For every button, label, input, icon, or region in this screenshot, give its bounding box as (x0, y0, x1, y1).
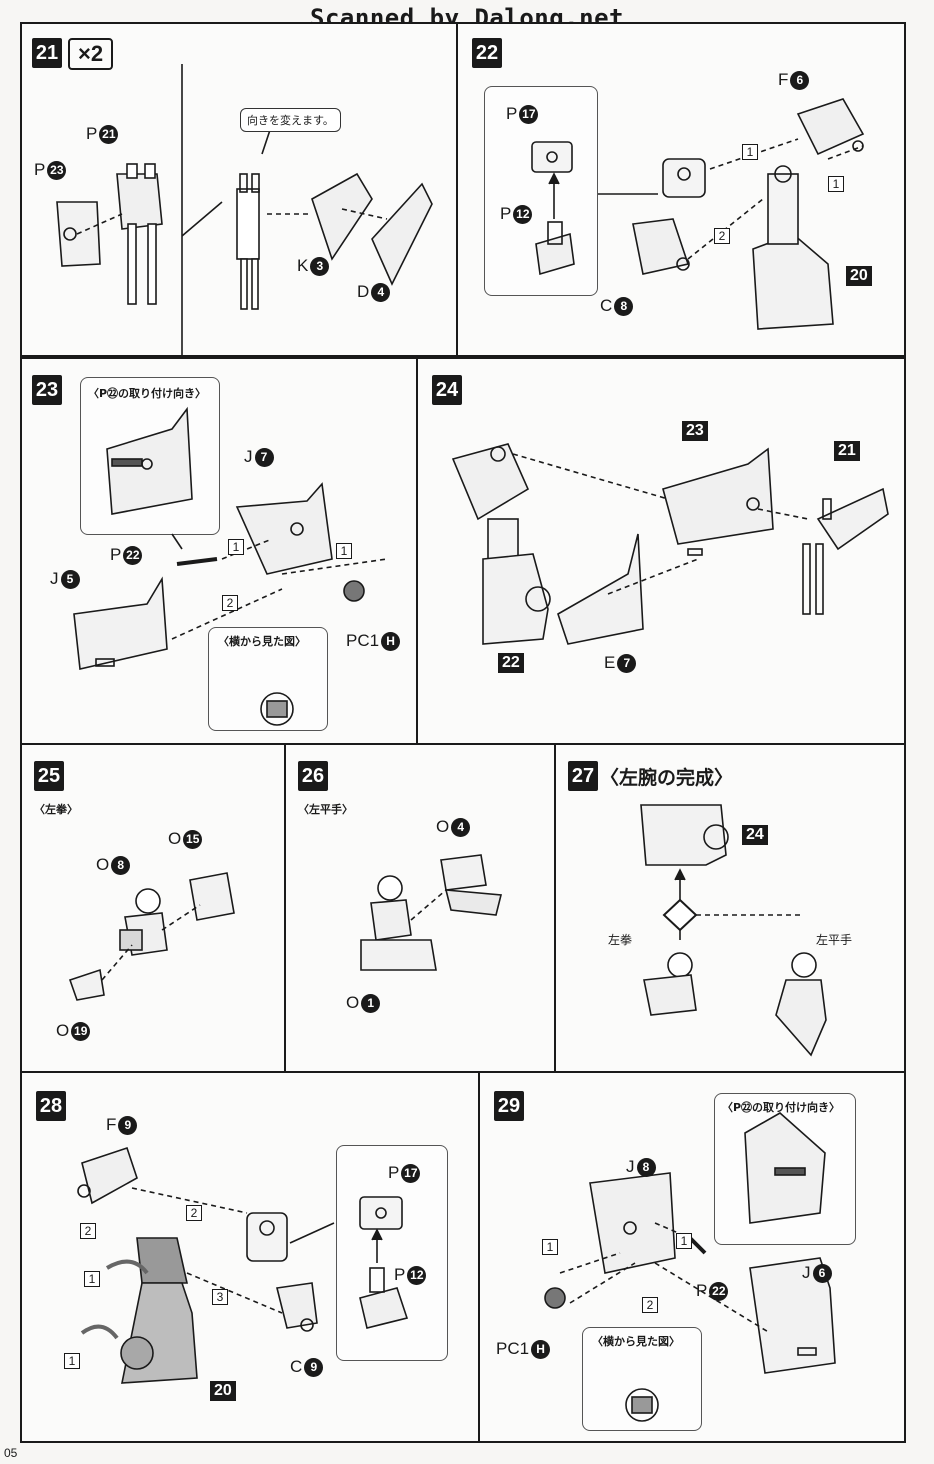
ref-step-20: 20 (846, 266, 872, 286)
order-marker: 1 (542, 1239, 558, 1255)
order-marker: 1 (84, 1271, 100, 1287)
inset-title: 〈P㉒の取り付け向き〉 (722, 1101, 841, 1114)
step-26-illustration (360, 854, 503, 971)
order-marker: 1 (228, 539, 244, 555)
step-21-illustration (56, 64, 433, 355)
step-number: 23 (32, 375, 62, 405)
step-number: 26 (298, 761, 328, 791)
detail-inset (336, 1145, 448, 1361)
quantity-multiplier: ×2 (68, 38, 114, 70)
step-number: 27 (568, 761, 598, 791)
step-29-illustration (544, 1112, 836, 1422)
label-left-fist: 左拳 (608, 933, 633, 947)
step-number: 29 (494, 1091, 524, 1121)
step-number: 28 (36, 1091, 66, 1121)
order-marker: 3 (212, 1289, 228, 1305)
inset-title: 〈P㉒の取り付け向き〉 (88, 387, 207, 400)
order-marker: 2 (186, 1205, 202, 1221)
step-22-illustration (531, 98, 865, 330)
step-number: 21 (32, 38, 62, 68)
page-number: 05 (4, 1446, 18, 1460)
side-view-title: 〈横から見た図〉 (592, 1335, 680, 1348)
order-marker: 2 (714, 228, 730, 244)
ref-step-21: 21 (834, 441, 860, 461)
order-marker: 1 (336, 543, 352, 559)
step-number: 24 (432, 375, 462, 405)
ref-step-24: 24 (742, 825, 768, 845)
step-27-illustration (640, 804, 827, 1057)
step-title: 〈左腕の完成〉 (600, 767, 734, 789)
note-bubble: 向きを変えます。 (240, 108, 341, 132)
order-marker: 2 (222, 595, 238, 611)
step-23-illustration (73, 406, 388, 726)
step-24-illustration (451, 443, 889, 645)
order-marker: 1 (742, 144, 758, 160)
step-25-illustration (68, 872, 235, 1001)
ref-step-23: 23 (682, 421, 708, 441)
label-left-open-hand: 左平手 (816, 933, 853, 947)
order-marker: 1 (828, 176, 844, 192)
step-subtitle: 〈左拳〉 (34, 803, 78, 816)
side-view-title: 〈横から見た図〉 (218, 635, 306, 648)
step-number: 25 (34, 761, 64, 791)
order-marker: 2 (642, 1297, 658, 1313)
step-subtitle: 〈左平手〉 (298, 803, 353, 816)
ref-step-22: 22 (498, 653, 524, 673)
order-marker: 1 (676, 1233, 692, 1249)
step-28-illustration (77, 1146, 409, 1384)
ref-step-20: 20 (210, 1381, 236, 1401)
order-marker: 2 (80, 1223, 96, 1239)
order-marker: 1 (64, 1353, 80, 1369)
step-number: 22 (472, 38, 502, 68)
step-27-panel: 27 〈左腕の完成〉 24 左拳 左平手 (554, 743, 906, 1073)
